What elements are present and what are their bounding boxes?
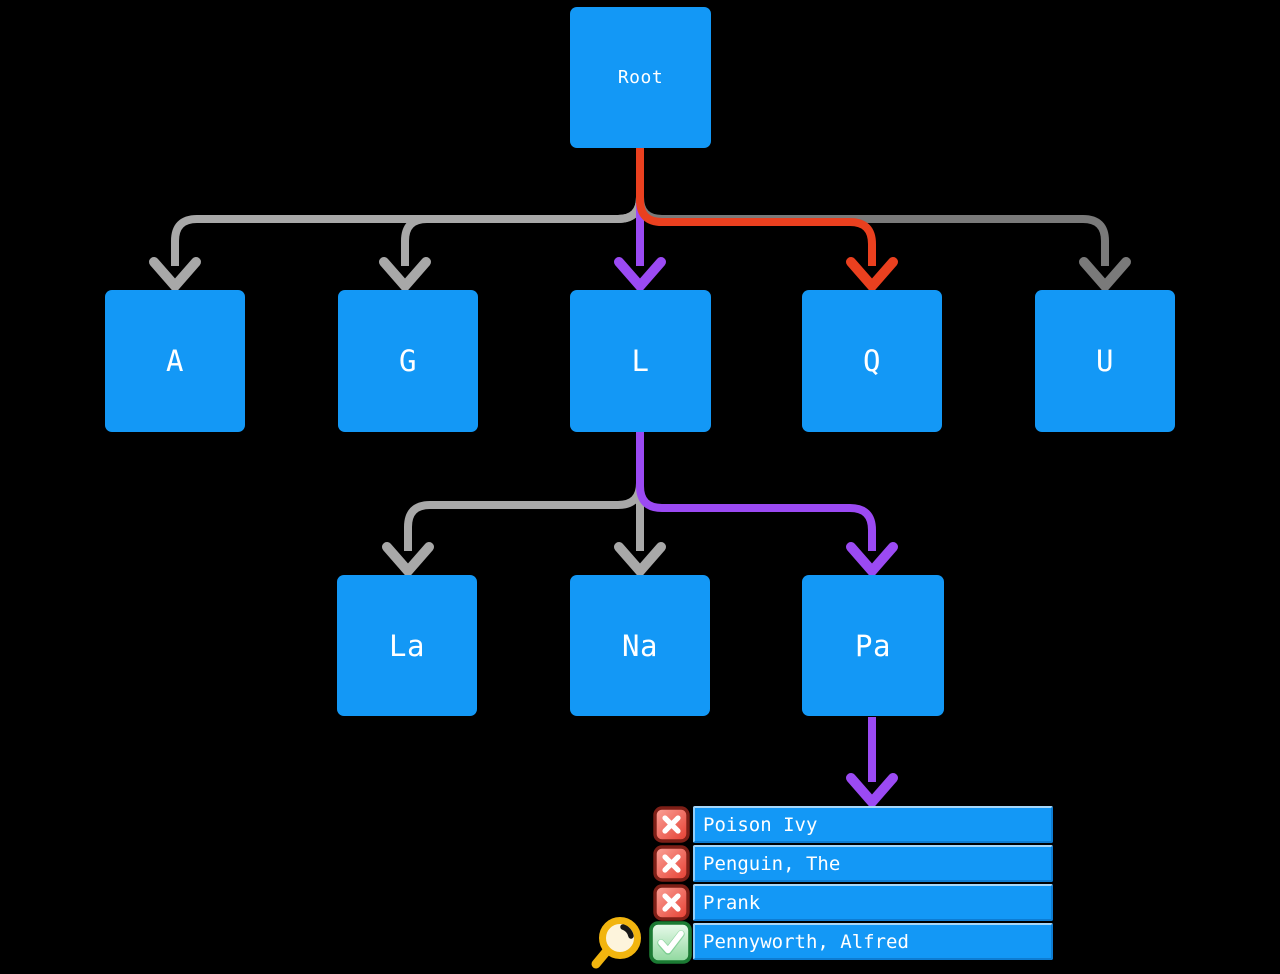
result-row: Prank — [653, 884, 1053, 921]
edge-l-la — [404, 432, 644, 551]
node-label: U — [1096, 344, 1114, 378]
node-a: A — [105, 290, 245, 432]
node-label: Pa — [855, 628, 891, 663]
cross-mark-icon — [653, 845, 690, 882]
arrowhead-pa — [846, 542, 898, 579]
result-label: Penguin, The — [693, 845, 1053, 882]
node-label: L — [631, 344, 650, 378]
arrowhead-l — [614, 257, 666, 294]
node-la: La — [337, 575, 477, 716]
arrowhead-q — [846, 257, 898, 294]
arrowhead-g — [379, 257, 431, 294]
arrowhead-results — [846, 773, 898, 810]
node-label: Root — [617, 67, 664, 88]
result-row: Pennyworth, Alfred — [649, 921, 1053, 964]
edge-l-pa-highlight — [636, 432, 876, 551]
node-na: Na — [570, 575, 710, 716]
magnifying-glass-icon — [591, 917, 641, 969]
result-row: Poison Ivy — [653, 806, 1053, 843]
cross-mark-icon — [653, 806, 690, 843]
node-u: U — [1035, 290, 1175, 432]
result-label: Poison Ivy — [693, 806, 1053, 843]
arrowhead-la — [382, 542, 434, 579]
node-pa: Pa — [802, 575, 944, 716]
edge-root-g — [401, 148, 644, 266]
node-root: Root — [570, 7, 711, 148]
node-label: Q — [863, 344, 881, 378]
result-label: Prank — [693, 884, 1053, 921]
edge-root-q-highlight — [636, 148, 876, 266]
node-label: La — [389, 628, 425, 663]
node-label: G — [399, 344, 417, 378]
result-list: Poison Ivy Penguin, The Prank — [649, 806, 1053, 964]
result-row: Penguin, The — [653, 845, 1053, 882]
arrowhead-na — [614, 542, 666, 579]
node-q: Q — [802, 290, 942, 432]
arrowhead-u — [1079, 257, 1131, 294]
node-label: A — [166, 344, 184, 378]
check-mark-icon — [649, 921, 692, 964]
node-g: G — [338, 290, 478, 432]
cross-mark-icon — [653, 884, 690, 921]
node-l: L — [570, 290, 711, 432]
node-label: Na — [622, 628, 658, 663]
result-label: Pennyworth, Alfred — [693, 923, 1053, 960]
arrowhead-a — [149, 257, 201, 294]
